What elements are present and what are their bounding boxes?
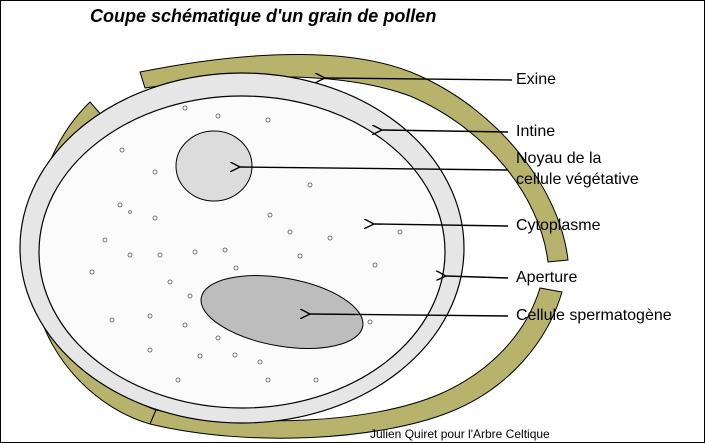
label-aperture: Aperture xyxy=(516,267,577,288)
label-noyau-line1: Noyau de la xyxy=(516,148,601,169)
label-intine: Intine xyxy=(516,121,555,142)
vegetative-nucleus xyxy=(176,131,252,201)
label-exine: Exine xyxy=(516,69,556,90)
figure-credit: Julien Quiret pour l'Arbre Celtique xyxy=(370,427,550,441)
label-noyau-line2: cellule végétative xyxy=(516,169,639,190)
label-cellule-spermatogene: Cellule spermatogène xyxy=(516,305,672,326)
label-cytoplasme: Cytoplasme xyxy=(516,215,600,236)
